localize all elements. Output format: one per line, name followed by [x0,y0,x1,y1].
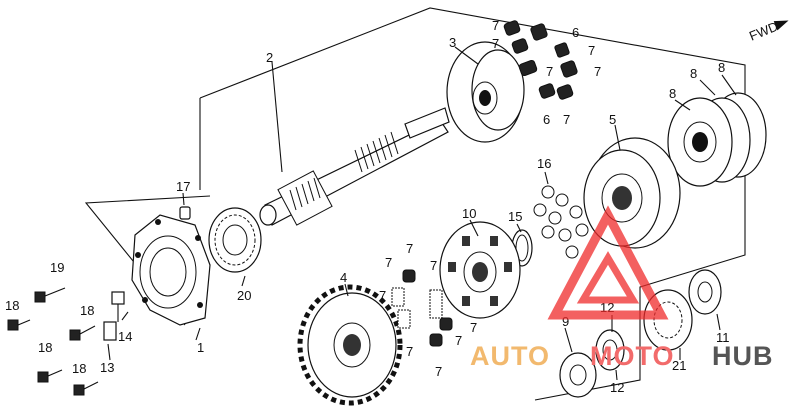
callout-18c: 18 [38,340,52,355]
callout-3: 3 [449,35,456,50]
watermark-hub: HUB [712,341,774,371]
clip-13 [103,321,117,341]
spring-cluster-middle [391,269,453,347]
callout-6b: 6 [543,112,550,127]
bearing-part-20 [208,207,262,273]
callout-2: 2 [266,50,273,65]
fwd-arrow-icon [773,20,789,31]
fasteners-left [7,287,125,396]
callout-10: 10 [462,206,476,221]
bolt-19 [34,287,66,303]
bolt-14 [111,291,125,322]
bolt-18a [7,319,31,331]
seal-part-11 [688,269,722,315]
callout-8a: 8 [669,86,676,101]
callout-7m: 7 [435,364,442,379]
plates-part-8 [667,92,767,187]
leader-lines [107,46,737,381]
warning-triangle-icon [547,205,669,320]
callout-7e: 7 [546,64,553,79]
callout-9: 9 [562,314,569,329]
callout-17: 17 [176,179,190,194]
watermark-auto: AUTO [470,341,550,371]
gear-part-4 [297,284,403,406]
washer-part-9 [559,352,597,398]
watermark-moto: MOTO [590,341,675,371]
callout-7i: 7 [379,288,386,303]
callout-13: 13 [100,360,114,375]
callout-7g: 7 [406,241,413,256]
callout-7d: 7 [594,64,601,79]
callout-7f: 7 [563,112,570,127]
callout-19: 19 [50,260,64,275]
callout-16: 16 [537,156,551,171]
callout-21: 21 [672,358,686,373]
callout-7k: 7 [406,344,413,359]
callout-7b: 7 [492,36,499,51]
callout-5: 5 [609,112,616,127]
callout-7a: 7 [492,18,499,33]
bolt-18b [69,325,96,341]
callout-12b: 12 [610,380,624,395]
callout-8b: 8 [690,66,697,81]
callout-7n: 7 [455,333,462,348]
balls-part-16 [533,185,589,259]
watermark: AUTO MOTO HUB [470,205,774,371]
dowel-part-17 [179,206,191,220]
callout-18b: 18 [80,303,94,318]
callout-18a: 18 [5,298,19,313]
case-cover-part-1 [131,214,211,326]
washer-part-12 [595,329,625,371]
main-shaft [259,107,450,226]
bolt-18d [73,381,99,396]
spring-cluster-top [503,20,578,100]
bolt-18c [37,369,63,383]
callout-7c: 7 [588,43,595,58]
callout-7l: 7 [470,320,477,335]
drum-part-3 [446,41,525,143]
callout-20: 20 [237,288,251,303]
callout-1: 1 [197,340,204,355]
hub-part-10 [439,221,521,319]
callout-4: 4 [340,270,347,285]
callout-8c: 8 [718,60,725,75]
callout-6a: 6 [572,25,579,40]
callout-14: 14 [118,329,132,344]
callout-7j: 7 [430,258,437,273]
callout-18d: 18 [72,361,86,376]
callout-15: 15 [508,209,522,224]
fwd-marker: FWD [747,19,789,44]
callout-7h: 7 [385,255,392,270]
callout-11: 11 [716,330,730,345]
